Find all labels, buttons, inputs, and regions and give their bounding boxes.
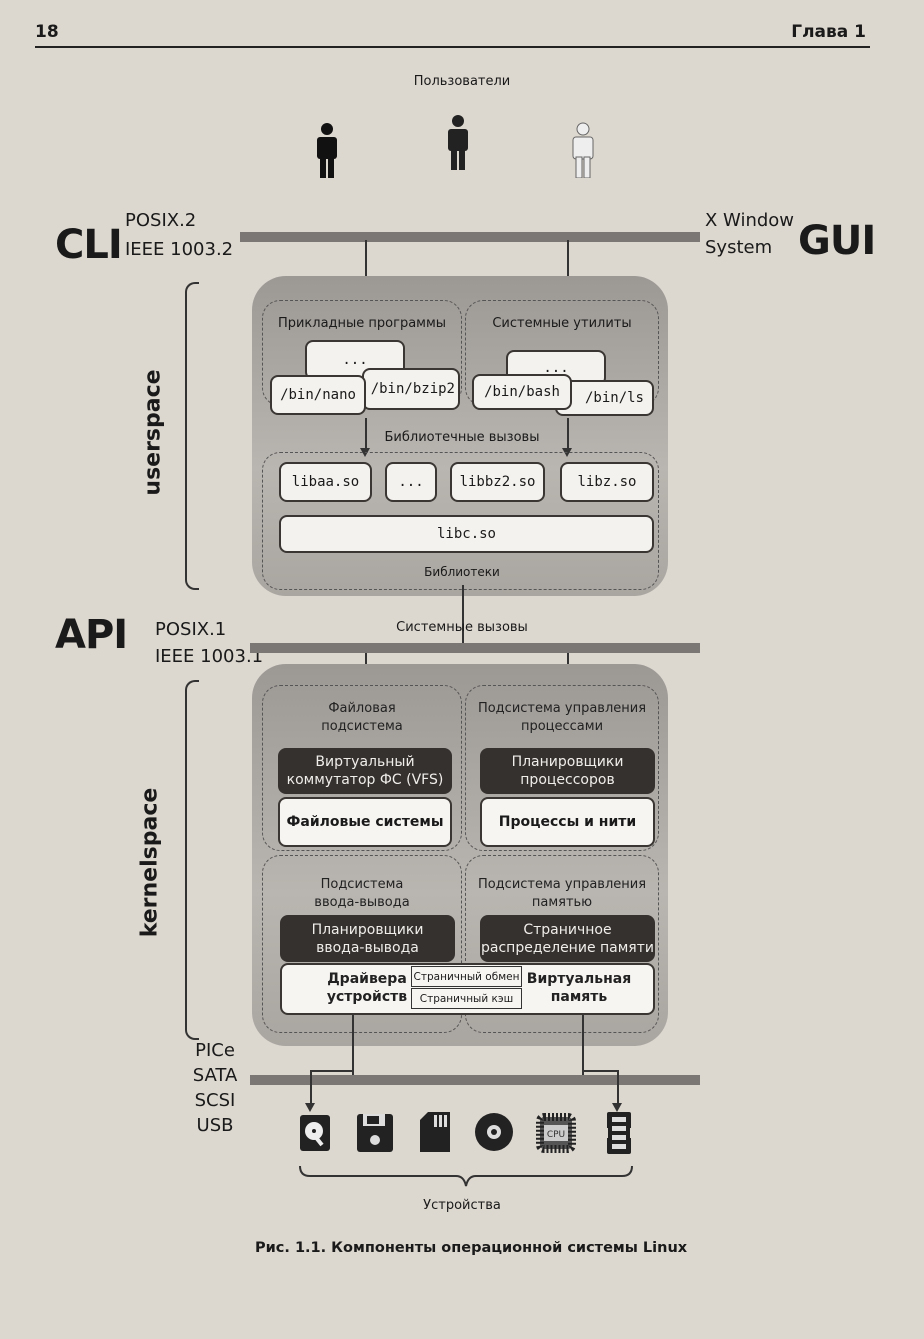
header-rule [35, 46, 870, 48]
hard-disk-icon [300, 1115, 330, 1151]
chapter-title: Глава 1 [791, 22, 866, 42]
gui-label: GUI [798, 218, 876, 264]
app-box: /bin/nano [270, 375, 366, 415]
app-box: /bin/bzip2 [362, 368, 460, 410]
cli-label: CLI [55, 222, 123, 268]
floppy-disk-icon [357, 1114, 393, 1152]
apps-title: Прикладные программы [277, 316, 447, 331]
syscall-bar [250, 643, 700, 653]
fs-group [262, 685, 462, 851]
proc-group [465, 685, 659, 851]
user-icon [443, 114, 473, 170]
syscalls-label: Системные вызовы [396, 620, 528, 635]
kernelspace-brace [185, 680, 199, 1040]
xwindow-label-1: X Window [705, 210, 795, 231]
library-box: ... [385, 462, 437, 502]
util-box: /bin/bash [472, 374, 572, 410]
library-box: libaa.so [279, 462, 372, 502]
libraries-group [262, 452, 659, 590]
ieee2-label: IEEE 1003.2 [125, 239, 234, 260]
library-box: libz.so [560, 462, 654, 502]
users-title: Пользователи [413, 74, 511, 89]
libraries-title: Библиотеки [424, 565, 500, 579]
page-number: 18 [35, 22, 59, 42]
hardware-bus-bar [250, 1075, 700, 1085]
libc-box: libc.so [279, 515, 654, 553]
posix1-label: POSIX.1 [155, 619, 227, 640]
xwindow-label-2: System [705, 237, 773, 258]
posix2-label: POSIX.2 [125, 210, 197, 231]
user-interface-bar [240, 232, 700, 242]
mem-group [465, 855, 659, 1033]
svg-text:CPU: CPU [547, 1130, 565, 1140]
api-label: API [55, 612, 128, 658]
userspace-brace [185, 282, 199, 590]
io-group [262, 855, 462, 1033]
memory-module-icon [604, 1112, 634, 1154]
utils-title: Системные утилиты [492, 316, 632, 331]
devices-title: Устройства [423, 1198, 501, 1213]
user-icon [312, 122, 342, 178]
filesystems-box: Файловые системы [278, 797, 452, 847]
userspace-label: userspace [140, 369, 166, 496]
processes-box: Процессы и нити [480, 797, 655, 847]
library-box: libbz2.so [450, 462, 545, 502]
ieee1-label: IEEE 1003.1 [155, 646, 264, 667]
devices-brace [298, 1164, 634, 1190]
cpu-icon: CPU [535, 1112, 577, 1154]
user-icon [568, 122, 598, 178]
sd-card-icon [420, 1112, 450, 1152]
swap-box: Страничный обмен [411, 966, 522, 987]
library-calls-label: Библиотечные вызовы [384, 430, 540, 445]
figure-caption: Рис. 1.1. Компоненты операционной систем… [255, 1240, 688, 1256]
kernelspace-label: kernelspace [137, 787, 163, 938]
page-cache-box: Страничный кэш [411, 988, 522, 1009]
optical-disc-icon [474, 1112, 514, 1152]
